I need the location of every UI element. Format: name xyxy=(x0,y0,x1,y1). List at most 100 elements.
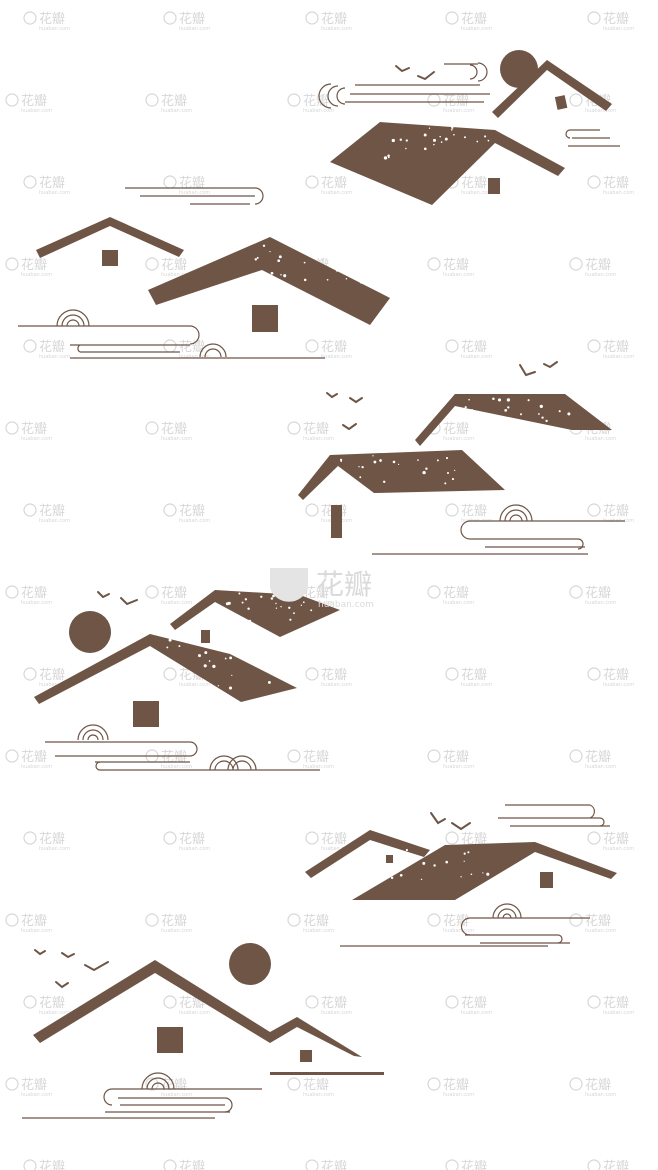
speckle xyxy=(204,651,208,655)
speckle xyxy=(380,864,383,867)
speckle xyxy=(464,136,466,139)
huaban-logo-icon xyxy=(5,585,19,599)
huaban-logo-icon xyxy=(427,1077,441,1091)
speckle xyxy=(303,261,306,264)
speckle xyxy=(369,882,372,886)
speckle xyxy=(280,273,282,276)
speckle xyxy=(463,852,466,855)
speckle xyxy=(270,271,274,275)
wave-lines xyxy=(141,1072,175,1090)
huaban-logo-icon xyxy=(5,93,19,107)
vignette-1 xyxy=(318,50,620,205)
speckle xyxy=(454,469,456,472)
huaban-logo-icon xyxy=(145,257,159,271)
speckle xyxy=(303,278,307,282)
watermark-domain: huaban.com xyxy=(21,1092,52,1098)
speckle xyxy=(229,618,233,621)
speckle xyxy=(213,605,217,608)
speckle xyxy=(385,848,389,852)
watermark-domain: huaban.com xyxy=(303,436,334,442)
watermark-brand: 花瓣 xyxy=(316,568,372,601)
speckle xyxy=(382,480,386,484)
huaban-logo-icon xyxy=(163,175,177,189)
speckle xyxy=(446,471,450,475)
watermark-brand: 花瓣 xyxy=(461,1159,487,1170)
watermark-domain: huaban.com xyxy=(321,682,352,688)
bird-icon xyxy=(349,397,363,404)
cloud-lines xyxy=(18,325,325,359)
speckle xyxy=(231,674,233,677)
watermark-domain: huaban.com xyxy=(585,600,616,606)
huaban-logo-icon xyxy=(5,421,19,435)
speckle xyxy=(283,274,287,278)
huaban-logo-icon xyxy=(145,1077,159,1091)
cloud-lines xyxy=(340,917,590,947)
speckle xyxy=(263,669,265,671)
watermark-domain: huaban.com xyxy=(161,1092,192,1098)
watermark-brand: 花瓣 xyxy=(603,11,629,27)
watermark-domain: huaban.com xyxy=(21,436,52,442)
window xyxy=(201,630,210,643)
watermark-brand: 花瓣 xyxy=(461,831,487,847)
speckle xyxy=(227,601,231,605)
watermark-brand: 花瓣 xyxy=(585,1077,611,1093)
watermark-domain: huaban.com xyxy=(443,928,474,934)
speckle xyxy=(392,460,396,464)
watermark-domain: huaban.com xyxy=(461,190,492,196)
watermark-brand: 花瓣 xyxy=(21,749,47,765)
vignette-6 xyxy=(22,943,384,1119)
speckle xyxy=(289,618,292,621)
speckle xyxy=(538,413,540,415)
huaban-logo-icon xyxy=(163,995,177,1009)
watermark-brand: 花瓣 xyxy=(603,339,629,355)
vignette-3 xyxy=(298,361,625,555)
watermark-brand: 花瓣 xyxy=(603,831,629,847)
watermark-domain: huaban.com xyxy=(443,600,474,606)
vignette-2 xyxy=(18,187,390,359)
speckle xyxy=(359,280,364,284)
watermark-brand: 花瓣 xyxy=(161,749,187,765)
watermark-domain: huaban.com xyxy=(179,190,210,196)
huaban-logo-icon xyxy=(23,339,37,353)
huaban-logo-icon xyxy=(587,831,601,845)
huaban-logo-icon xyxy=(287,93,301,107)
speckle xyxy=(217,685,220,687)
bird-icon xyxy=(395,65,410,73)
speckle xyxy=(178,645,181,648)
speckle xyxy=(470,408,474,412)
speckle xyxy=(280,606,282,608)
watermark-domain: huaban.com xyxy=(603,846,634,852)
speckle xyxy=(507,418,511,422)
speckle xyxy=(464,406,467,409)
watermark-brand: 花瓣 xyxy=(39,11,65,27)
speckle xyxy=(467,851,470,854)
speckle xyxy=(204,682,207,685)
watermark-domain: huaban.com xyxy=(443,436,474,442)
watermark-brand: 花瓣 xyxy=(179,339,205,355)
watermark-brand: 花瓣 xyxy=(461,175,487,191)
bird-icon xyxy=(342,423,357,431)
watermark-domain: huaban.com xyxy=(179,518,210,524)
vignette-5 xyxy=(305,804,617,947)
speckle xyxy=(417,459,419,461)
speckle xyxy=(513,419,517,423)
watermark-brand: 花瓣 xyxy=(321,1159,347,1170)
speckle xyxy=(425,467,428,470)
bird-icon xyxy=(97,591,110,599)
